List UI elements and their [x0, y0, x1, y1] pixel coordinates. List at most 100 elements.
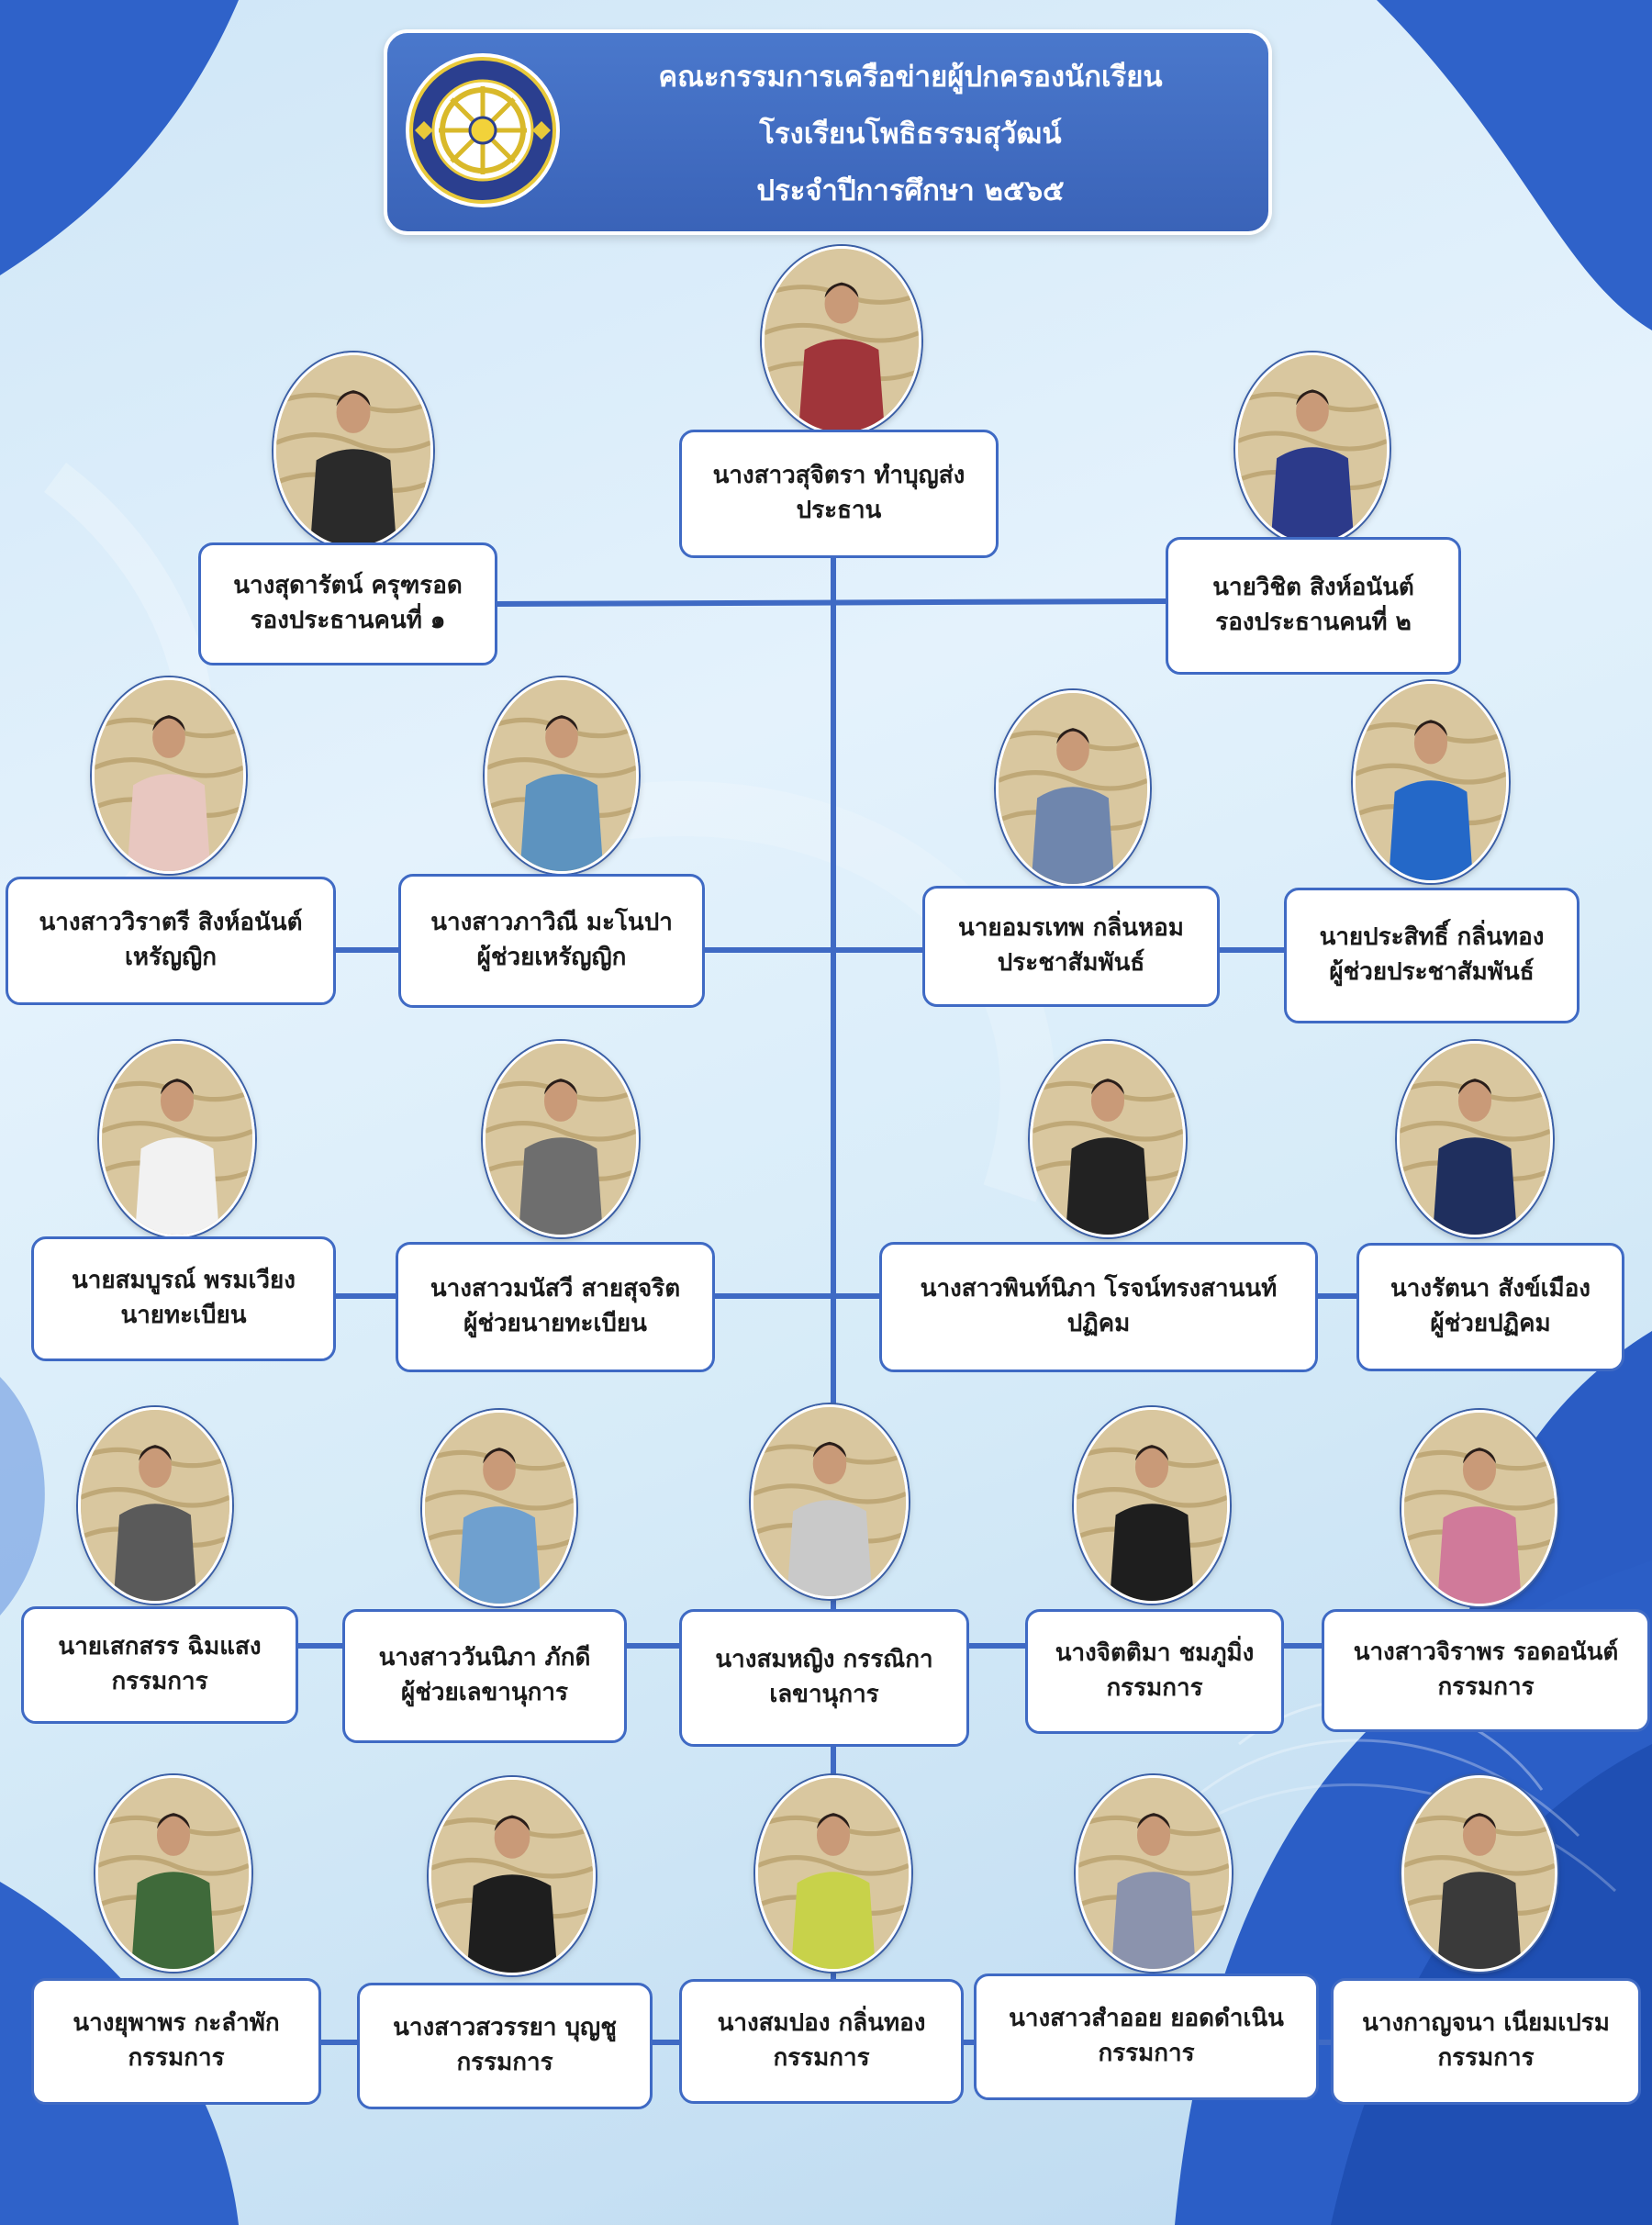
member-role: ผู้ช่วยเหรัญญิก	[476, 944, 627, 971]
member-role: เลขานุการ	[769, 1681, 879, 1708]
person-photo-icon	[487, 680, 636, 871]
member-card-c6: นางสมปอง กลิ่นทองกรรมการ	[679, 1979, 964, 2104]
member-role: นายทะเบียน	[120, 1302, 247, 1329]
member-name: นางสาวภาวิณี มะโนปา	[430, 909, 673, 937]
photo-chair	[762, 246, 921, 435]
member-role: กรรมการ	[1437, 1673, 1535, 1701]
member-card-c7: นางสาวสำออย ยอดดำเนินกรรมการ	[974, 1973, 1319, 2100]
member-role: รองประธานคนที่ ๑	[250, 607, 446, 634]
member-role: กรรมการ	[128, 2044, 225, 2072]
photo-vice2	[1235, 352, 1390, 545]
photo-c3	[1401, 1410, 1557, 1606]
member-card-asst-reception: นางรัตนา สังข์เมืองผู้ช่วยปฏิคม	[1356, 1243, 1624, 1371]
member-card-c4: นางยุพาพร กะลำพักกรรมการ	[31, 1978, 321, 2105]
person-photo-icon	[102, 1044, 252, 1235]
photo-c1	[78, 1407, 232, 1604]
person-photo-icon	[1077, 1410, 1227, 1601]
photo-asst-registrar	[483, 1041, 639, 1237]
person-photo-icon	[1356, 684, 1506, 880]
school-logo-icon	[406, 53, 560, 207]
person-photo-icon	[765, 249, 919, 432]
member-role: กรรมการ	[456, 2049, 553, 2076]
member-role: กรรมการ	[1437, 2044, 1535, 2072]
member-role: ผู้ช่วยเลขานุการ	[401, 1679, 568, 1706]
member-card-asst-pr: นายประสิทธิ์ กลิ่นทองผู้ช่วยประชาสัมพันธ…	[1284, 888, 1579, 1023]
member-card-asst-secretary: นางสาววันนิภา ภักดีผู้ช่วยเลขานุการ	[342, 1609, 627, 1743]
person-photo-icon	[431, 1780, 593, 1973]
photo-registrar	[99, 1041, 255, 1237]
person-photo-icon	[753, 1407, 906, 1596]
person-photo-icon	[1238, 355, 1387, 542]
member-name: นางรัตนา สังข์เมือง	[1390, 1275, 1591, 1303]
member-name: นางสมหญิง กรรณิกา	[715, 1646, 933, 1674]
photo-asst-treasurer	[485, 677, 639, 874]
member-card-vice1: นางสุดารัตน์ ครุฑรอดรองประธานคนที่ ๑	[198, 542, 497, 665]
photo-secretary	[751, 1404, 909, 1599]
photo-treasurer	[92, 677, 246, 874]
member-name: นางสาวจิราพร รอดอนันต์	[1353, 1638, 1619, 1667]
member-card-c8: นางกาญจนา เนียมเปรมกรรมการ	[1331, 1978, 1641, 2105]
photo-reception	[1030, 1041, 1186, 1237]
member-role: กรรมการ	[1106, 1674, 1203, 1702]
person-photo-icon	[276, 355, 430, 546]
member-card-secretary: นางสมหญิง กรรณิกาเลขานุการ	[679, 1609, 969, 1747]
photo-c5	[429, 1777, 596, 1975]
member-name: นางสมปอง กลิ่นทอง	[717, 2009, 926, 2038]
member-card-c5: นางสาวสวรรยา บุญชูกรรมการ	[357, 1983, 653, 2109]
member-name: นางสาวสำออย ยอดดำเนิน	[1009, 2005, 1284, 2033]
member-role: ผู้ช่วยปฏิคม	[1430, 1310, 1551, 1337]
member-role: ผู้ช่วยนายทะเบียน	[463, 1310, 647, 1337]
member-name: นายวิชิต สิงห์อนันต์	[1212, 574, 1414, 602]
member-name: นางจิตติมา ชมภูมิ่ง	[1055, 1639, 1255, 1668]
member-card-reception: นางสาวพินท์นิภา โรจน์ทรงสานนท์ปฏิคม	[879, 1242, 1318, 1372]
person-photo-icon	[1078, 1778, 1229, 1969]
person-photo-icon	[1404, 1778, 1555, 1969]
person-photo-icon	[1404, 1413, 1555, 1604]
photo-asst-pr	[1353, 681, 1509, 883]
member-role: ประชาสัมพันธ์	[997, 949, 1145, 977]
member-role: กรรมการ	[1098, 2040, 1195, 2067]
photo-vice1	[273, 352, 433, 549]
member-card-c1: นายเสกสรร ฉิมแสงกรรมการ	[21, 1606, 298, 1724]
member-role: กรรมการ	[111, 1668, 208, 1695]
photo-c7	[1076, 1775, 1232, 1972]
member-name: นางยุพาพร กะลำพัก	[73, 2009, 280, 2038]
photo-asst-secretary	[422, 1410, 576, 1606]
person-photo-icon	[1032, 1044, 1183, 1235]
person-photo-icon	[81, 1410, 229, 1601]
photo-c6	[755, 1775, 911, 1972]
member-card-vice2: นายวิชิต สิงห์อนันต์รองประธานคนที่ ๒	[1166, 537, 1461, 675]
photo-c8	[1401, 1775, 1557, 1972]
person-photo-icon	[758, 1778, 909, 1969]
member-role: เหรัญญิก	[124, 944, 218, 971]
header-line-3: ประจำปีการศึกษา ๒๕๖๕	[756, 174, 1065, 207]
member-name: นางสาวสุจิตรา ทำบุญส่ง	[712, 462, 966, 490]
member-card-asst-registrar: นางสาวมนัสวี สายสุจริตผู้ช่วยนายทะเบียน	[396, 1242, 715, 1372]
member-name: นางสาวมนัสวี สายสุจริต	[430, 1275, 681, 1303]
member-role: รองประธานคนที่ ๒	[1215, 609, 1412, 636]
member-name: นายสมบูรณ์ พรมเวียง	[72, 1267, 296, 1295]
header-line-1: คณะกรรมการเครือข่ายผู้ปกครองนักเรียน	[658, 61, 1163, 94]
member-card-pr: นายอมรเทพ กลิ่นหอมประชาสัมพันธ์	[922, 886, 1220, 1007]
member-role: ประธาน	[796, 497, 882, 524]
header-line-2: โรงเรียนโพธิธรรมสุวัฒน์	[759, 117, 1062, 151]
member-name: นางสาวสวรรยา บุญชู	[393, 2014, 617, 2042]
member-card-asst-treasurer: นางสาวภาวิณี มะโนปาผู้ช่วยเหรัญญิก	[398, 874, 705, 1008]
member-name: นางสาววันนิภา ภักดี	[378, 1644, 591, 1672]
person-photo-icon	[486, 1044, 636, 1235]
member-name: นางสาวพินท์นิภา โรจน์ทรงสานนท์	[920, 1275, 1278, 1303]
member-card-registrar: นายสมบูรณ์ พรมเวียงนายทะเบียน	[31, 1236, 336, 1361]
member-name: นางสุดารัตน์ ครุฑรอด	[233, 572, 463, 600]
member-card-treasurer: นางสาววิราตรี สิงห์อนันต์เหรัญญิก	[6, 877, 336, 1005]
member-name: นางกาญจนา เนียมเปรม	[1362, 2009, 1610, 2038]
photo-pr	[996, 690, 1150, 887]
member-name: นายประสิทธิ์ กลิ่นทอง	[1319, 923, 1545, 952]
person-photo-icon	[425, 1413, 574, 1604]
photo-asst-reception	[1397, 1041, 1553, 1237]
person-photo-icon	[1400, 1044, 1550, 1235]
member-name: นายเสกสรร ฉิมแสง	[58, 1633, 262, 1661]
member-name: นางสาววิราตรี สิงห์อนันต์	[39, 909, 303, 937]
member-card-c2: นางจิตติมา ชมภูมิ่งกรรมการ	[1025, 1609, 1284, 1734]
photo-c2	[1074, 1407, 1230, 1604]
photo-c4	[95, 1775, 251, 1972]
